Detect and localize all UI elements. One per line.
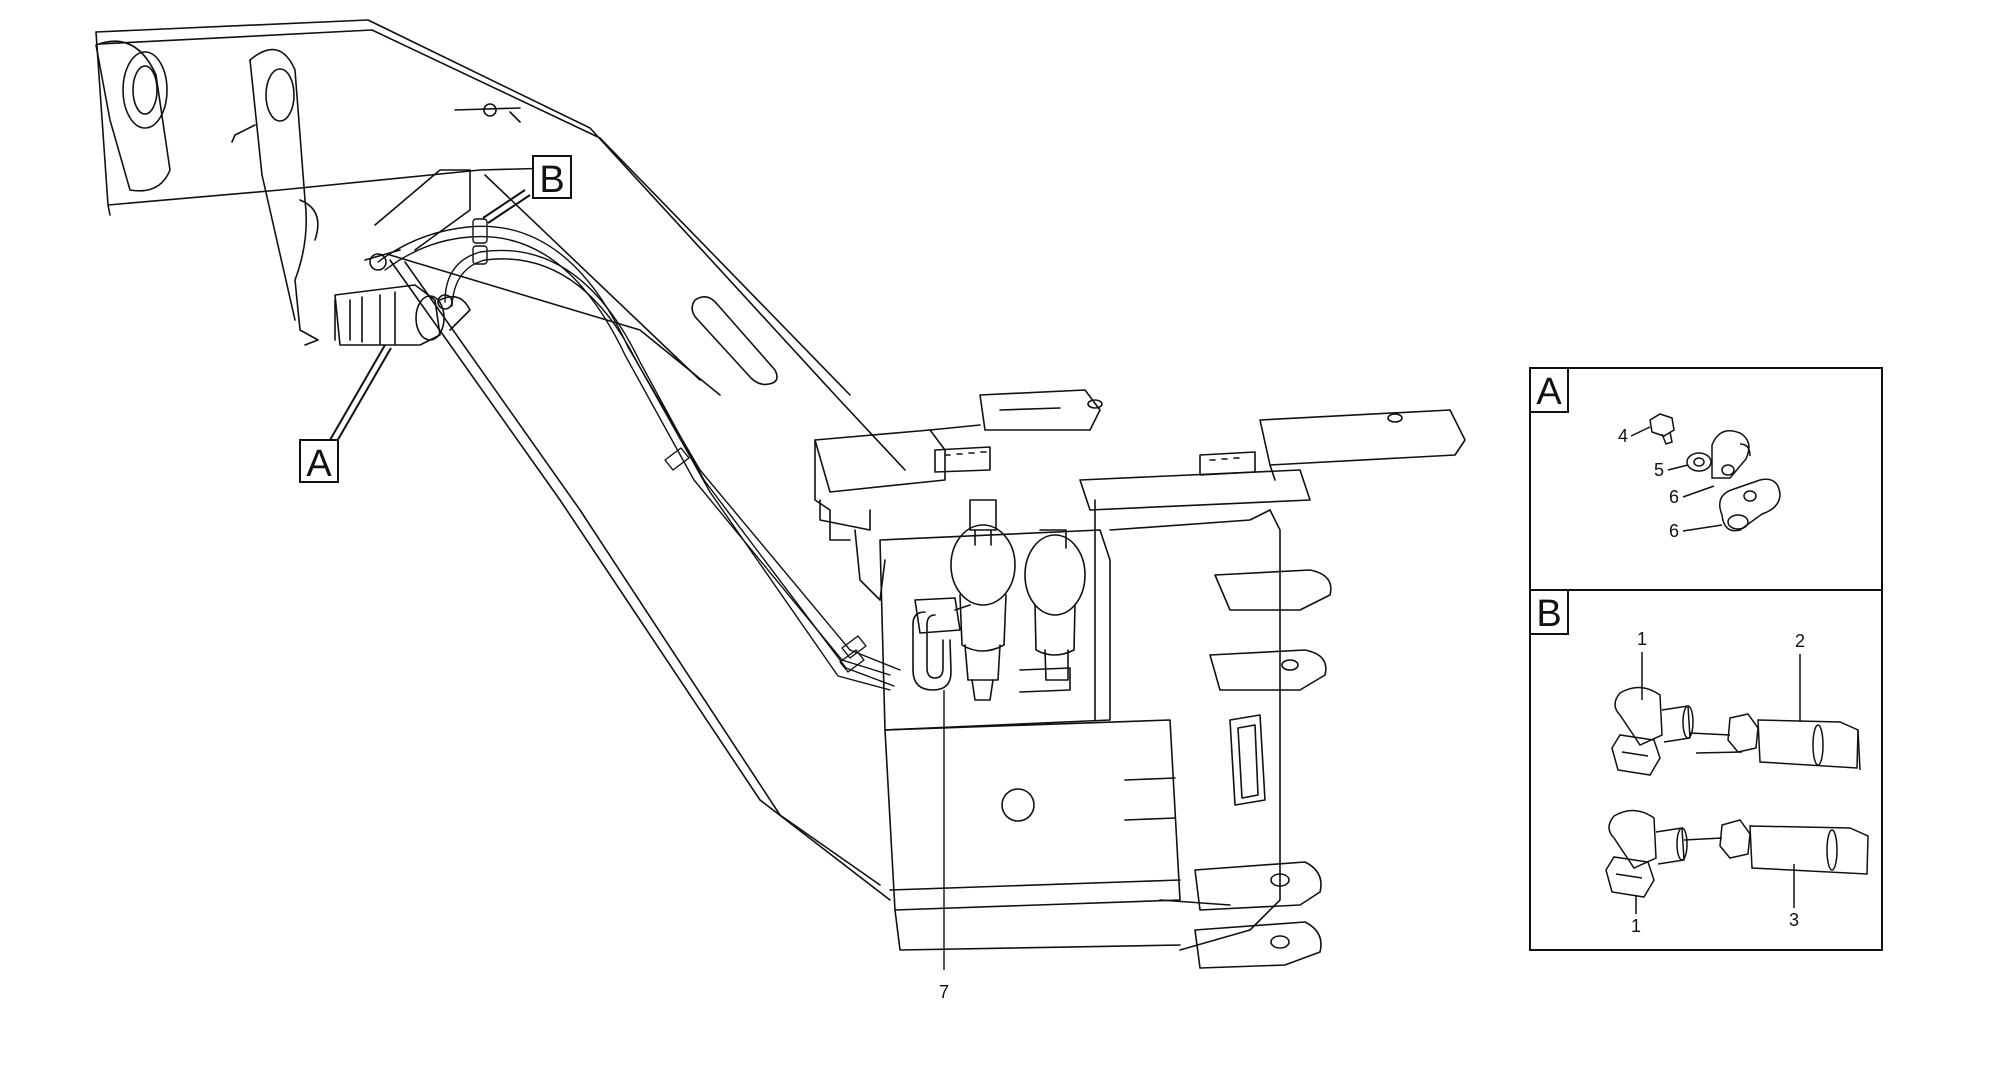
clamp-upper-icon xyxy=(1711,430,1750,479)
part-number-5: 5 xyxy=(1654,460,1664,480)
detail-a-panel: A 4 5 6 6 xyxy=(1529,367,1883,591)
pivot-bracket xyxy=(95,40,471,346)
base-frame xyxy=(814,389,1466,969)
callout-7: 7 xyxy=(939,690,949,1002)
part-number-3: 3 xyxy=(1789,910,1799,930)
hose-upper-icon xyxy=(1689,713,1861,771)
part-number-6a: 6 xyxy=(1669,487,1679,507)
clamp-lower-icon xyxy=(1719,478,1781,532)
elbow-fitting-lower-icon xyxy=(1605,809,1688,898)
part-number-4: 4 xyxy=(1618,426,1628,446)
cylinder-assembly xyxy=(334,253,471,346)
part-number-7: 7 xyxy=(939,982,949,1002)
part-number-6b: 6 xyxy=(1669,521,1679,541)
part-number-1a: 1 xyxy=(1637,629,1647,649)
elbow-fitting-upper-icon xyxy=(1611,686,1694,776)
part-number-1b: 1 xyxy=(1631,916,1641,936)
detail-b-header: B xyxy=(1536,593,1561,635)
callout-a-label: A xyxy=(306,443,332,485)
detail-b-panel: B xyxy=(1529,589,1883,951)
hose-bundle xyxy=(377,218,901,691)
callout-b: B xyxy=(482,155,572,224)
washer-icon xyxy=(1686,452,1712,472)
accumulator-left xyxy=(950,499,1016,701)
callout-a: A xyxy=(299,344,392,485)
valve-block xyxy=(912,597,1071,693)
boom-arm xyxy=(95,19,906,901)
callout-b-label: B xyxy=(539,159,564,201)
detail-a-header: A xyxy=(1536,371,1562,413)
hose-lower-icon xyxy=(1683,819,1869,875)
bolt-icon xyxy=(1649,413,1675,437)
accumulator-right xyxy=(1024,529,1086,681)
part-number-2: 2 xyxy=(1795,631,1805,651)
